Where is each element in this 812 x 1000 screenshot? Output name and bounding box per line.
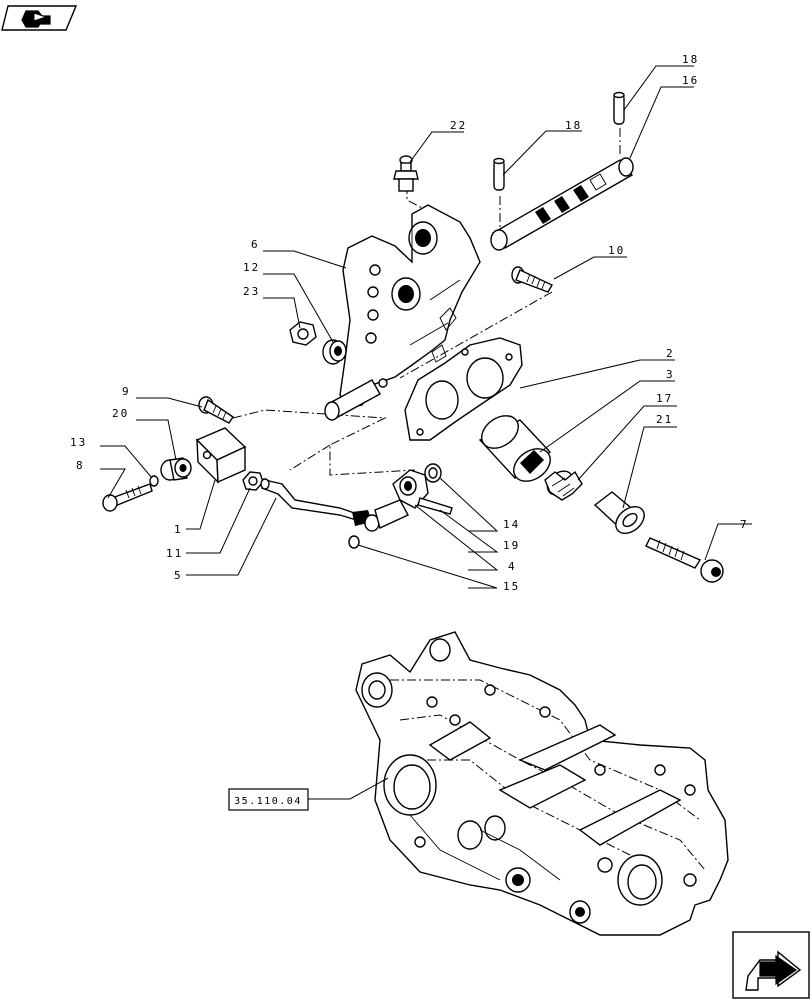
callout-labels: 18 16 18 22 10 6 12 23 2 3 17 21 9 20 13…	[70, 53, 749, 593]
callout-21[interactable]: 21	[656, 413, 673, 426]
plug-part-21	[593, 491, 645, 534]
washer-part-14	[424, 463, 442, 483]
screw-part-9	[198, 396, 234, 424]
callout-3[interactable]: 3	[666, 368, 675, 381]
bushing-part-20	[160, 457, 192, 481]
bolt-part-8	[102, 483, 153, 512]
callout-23[interactable]: 23	[243, 285, 260, 298]
rod-part-5	[260, 478, 380, 532]
callout-9[interactable]: 9	[122, 385, 131, 398]
pin-part-18a	[613, 91, 625, 125]
spring-part-17	[544, 470, 583, 501]
piston-part-3	[478, 415, 552, 482]
callout-14[interactable]: 14	[503, 518, 520, 531]
link-part-4	[374, 469, 429, 529]
block-part-1	[195, 427, 247, 484]
callout-7[interactable]: 7	[740, 518, 749, 531]
washer-part-13	[149, 475, 159, 487]
callout-11[interactable]: 11	[166, 547, 183, 560]
screw-part-10	[511, 266, 553, 293]
reference-link-box[interactable]: 35.110.04	[228, 777, 389, 811]
callout-19[interactable]: 19	[503, 539, 520, 552]
book-arrow-icon[interactable]	[1, 5, 78, 31]
callout-5[interactable]: 5	[174, 569, 183, 582]
callout-16[interactable]: 16	[682, 74, 699, 87]
grease-fitting-part-22	[393, 155, 419, 192]
nut-part-23	[289, 321, 317, 346]
callout-6[interactable]: 6	[251, 238, 260, 251]
callout-1[interactable]: 1	[174, 523, 183, 536]
callout-10[interactable]: 10	[608, 244, 625, 257]
lever-bracket-part-6	[324, 204, 481, 421]
callout-18b[interactable]: 18	[565, 119, 582, 132]
next-page-arrow-icon[interactable]	[732, 931, 810, 999]
callout-20[interactable]: 20	[112, 407, 129, 420]
leader-lines	[100, 65, 752, 589]
callout-18a[interactable]: 18	[682, 53, 699, 66]
pin-part-19	[417, 497, 453, 515]
bolt-part-7	[645, 537, 724, 583]
nut-part-11	[242, 471, 264, 491]
callout-8[interactable]: 8	[76, 459, 85, 472]
gasket-part-2	[404, 337, 523, 441]
clip-part-15	[348, 535, 360, 549]
reference-label: 35.110.04	[234, 796, 302, 807]
pin-part-18b	[493, 157, 505, 191]
callout-17[interactable]: 17	[656, 392, 673, 405]
callout-13[interactable]: 13	[70, 436, 87, 449]
shaft-part-16	[490, 157, 634, 251]
housing-assembly	[355, 631, 729, 936]
callout-2[interactable]: 2	[666, 347, 675, 360]
callout-15[interactable]: 15	[503, 580, 520, 593]
callout-22[interactable]: 22	[450, 119, 467, 132]
callout-4[interactable]: 4	[508, 560, 517, 573]
callout-12[interactable]: 12	[243, 261, 260, 274]
washer-part-12	[322, 339, 347, 365]
